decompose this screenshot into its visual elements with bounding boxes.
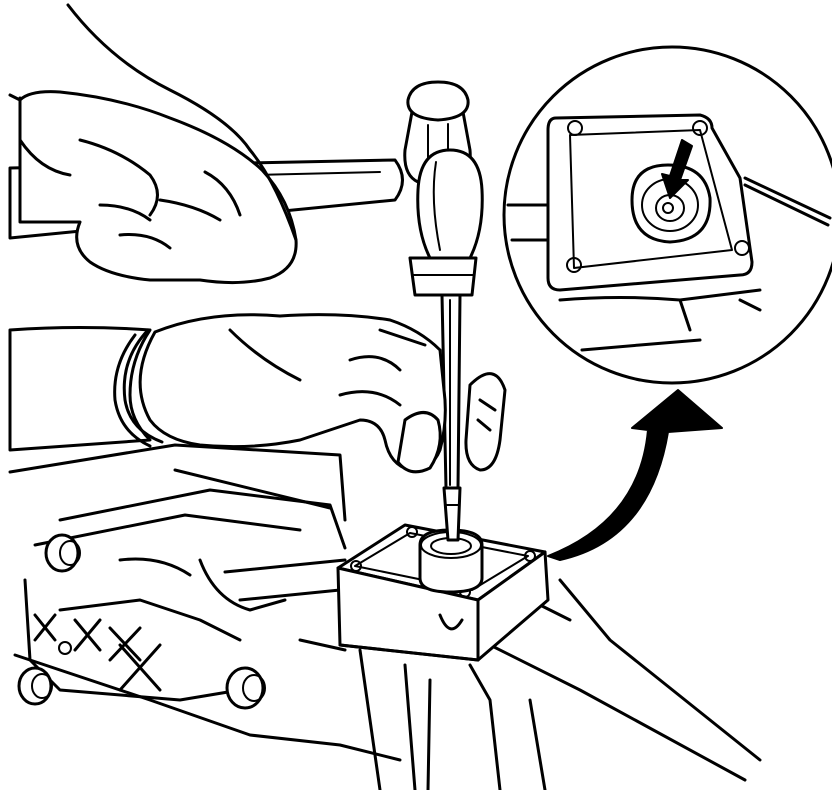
boss-lower-center — [225, 666, 265, 710]
left-hand — [8, 3, 298, 285]
engine-block — [8, 443, 762, 790]
detail-bolt-hole — [567, 120, 583, 136]
detail-arrow — [661, 139, 693, 199]
punch — [408, 148, 484, 542]
right-hand — [8, 313, 507, 474]
boss-upper-left — [44, 533, 80, 573]
seal — [418, 528, 484, 594]
direction-arrow — [547, 389, 723, 561]
detail-bolt-hole — [566, 257, 582, 273]
bolt-hole — [524, 550, 536, 562]
detail-circle — [502, 45, 832, 385]
bolt-hole — [406, 526, 418, 538]
bolt-hole — [350, 560, 362, 572]
boss-lower-left — [17, 666, 53, 706]
detail-bolt-hole — [734, 240, 750, 256]
detail-bolt-hole — [692, 120, 708, 136]
cast-mark — [33, 613, 162, 692]
